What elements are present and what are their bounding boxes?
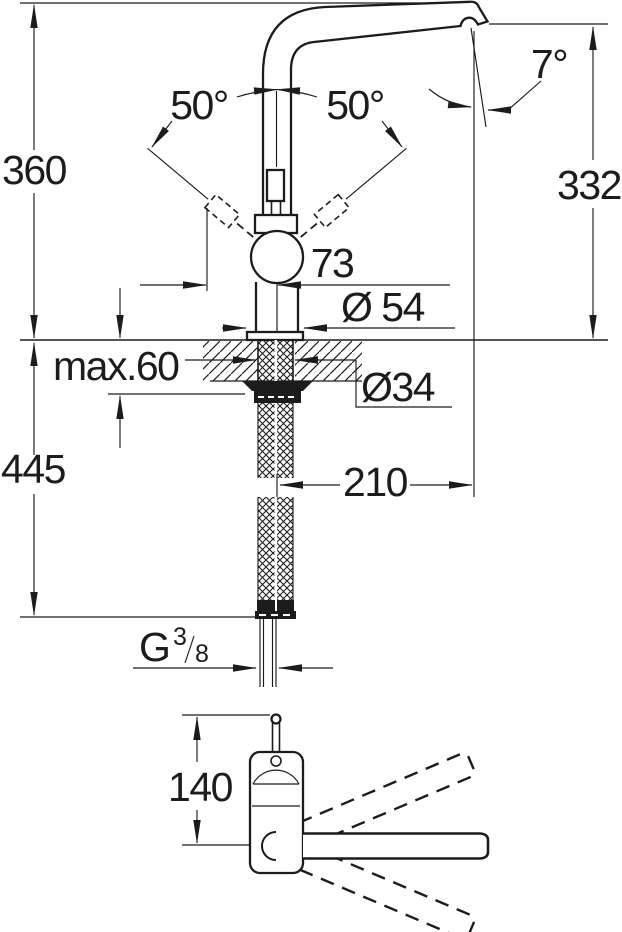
dim-total-height: 360 xyxy=(2,147,67,193)
dim-thread-prefix: G xyxy=(139,624,169,670)
dim-50-leader-right xyxy=(381,120,403,148)
dim-max-counter-thickness: max.60 xyxy=(53,343,179,389)
mounting-nut xyxy=(254,391,301,403)
lever-paddle xyxy=(265,168,286,203)
lever-phantom-right xyxy=(300,147,407,238)
main-view: 360 445 332 7° 50° 50° 73 Ø 54 xyxy=(1,0,622,687)
dim-7deg-leader xyxy=(487,80,542,114)
lever-ball xyxy=(249,229,305,285)
dim-spout-offset: 140 xyxy=(168,764,233,810)
dim-shank-diameter: Ø34 xyxy=(361,364,435,410)
counter-hatch-left xyxy=(203,341,258,381)
dim-aerator-angle: 7° xyxy=(531,41,567,87)
dim-outlet-height: 332 xyxy=(557,162,621,208)
dim-7deg-arc xyxy=(428,88,472,109)
dim-below-counter: 445 xyxy=(1,446,66,492)
dim-34-leader xyxy=(355,360,452,408)
dim-lever-swing-left: 50° xyxy=(170,82,228,128)
dim-50-arc-right xyxy=(276,87,318,98)
spout-outline xyxy=(261,0,490,221)
mounting-washer xyxy=(242,381,313,391)
aerator-axis-line xyxy=(470,27,487,128)
lever-phantom-left xyxy=(147,147,254,238)
dim-base-diameter: Ø 54 xyxy=(341,284,425,330)
spout-swivel-up xyxy=(298,752,476,847)
dim-spout-reach: 210 xyxy=(343,459,408,505)
spout-swivel-down xyxy=(298,845,476,932)
base-flange xyxy=(245,330,305,342)
hose-fitting-right xyxy=(277,600,294,611)
front-spout-pivot-arc xyxy=(261,831,277,861)
dim-thread-denominator: 8 xyxy=(195,640,208,668)
front-view: 140 xyxy=(168,713,490,932)
dim-thread-numerator: 3 xyxy=(173,623,186,651)
front-lever-pivot xyxy=(270,755,282,767)
counter-hatch-right xyxy=(295,341,362,381)
front-spout-tube xyxy=(303,832,490,860)
front-lever-ball xyxy=(270,713,282,725)
dim-50-leader-left xyxy=(151,120,173,148)
dim-lever-projection: 73 xyxy=(311,240,354,286)
thread-fraction-slash xyxy=(184,635,195,664)
dim-lever-swing-right: 50° xyxy=(326,82,384,128)
hose-fitting-left xyxy=(257,600,275,611)
front-body-dome xyxy=(252,769,300,785)
